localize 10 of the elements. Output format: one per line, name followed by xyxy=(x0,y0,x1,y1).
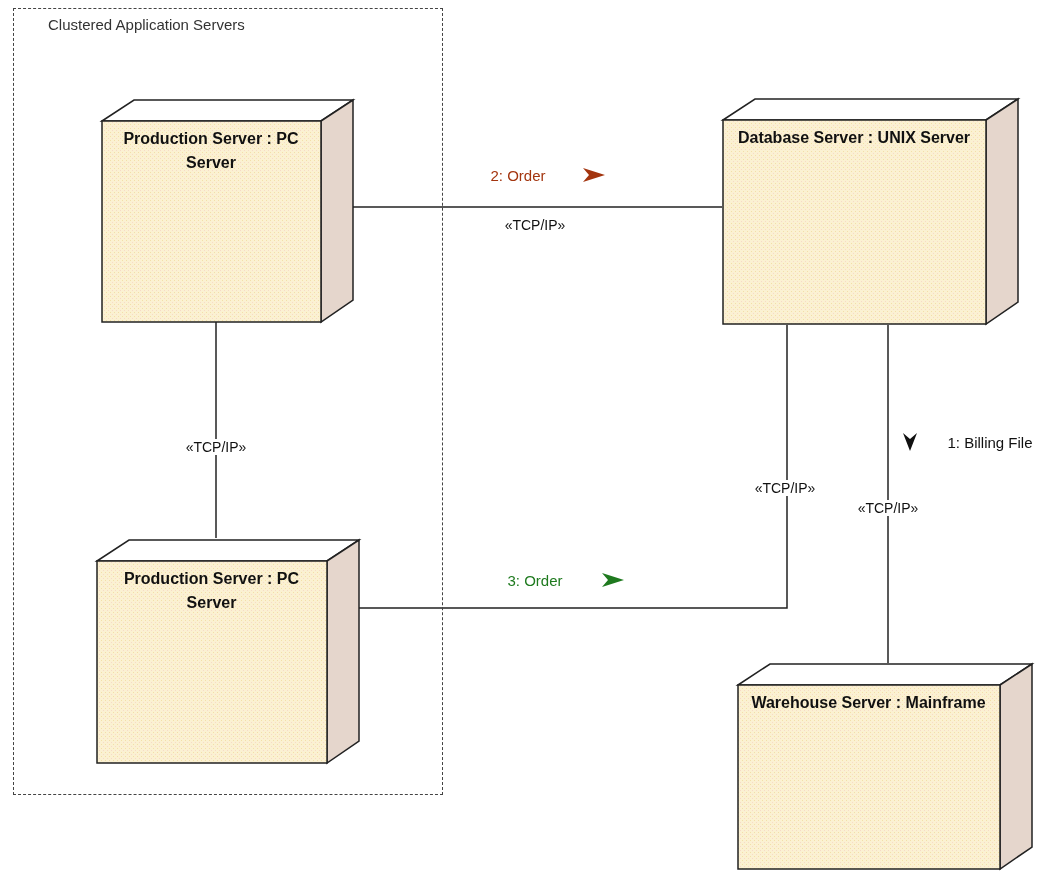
edge-label: «TCP/IP» xyxy=(855,500,921,516)
message-label: 3: Order xyxy=(507,571,563,589)
message-label: 2: Order xyxy=(490,166,546,184)
connector-line xyxy=(215,321,217,539)
edge-label: «TCP/IP» xyxy=(183,439,249,455)
connector-line xyxy=(887,324,889,664)
edge-label: «TCP/IP» xyxy=(502,217,568,233)
message-label: 1: Billing File xyxy=(947,433,1033,451)
group-title: Clustered Application Servers xyxy=(48,16,245,33)
edge-label: «TCP/IP» xyxy=(752,480,818,496)
